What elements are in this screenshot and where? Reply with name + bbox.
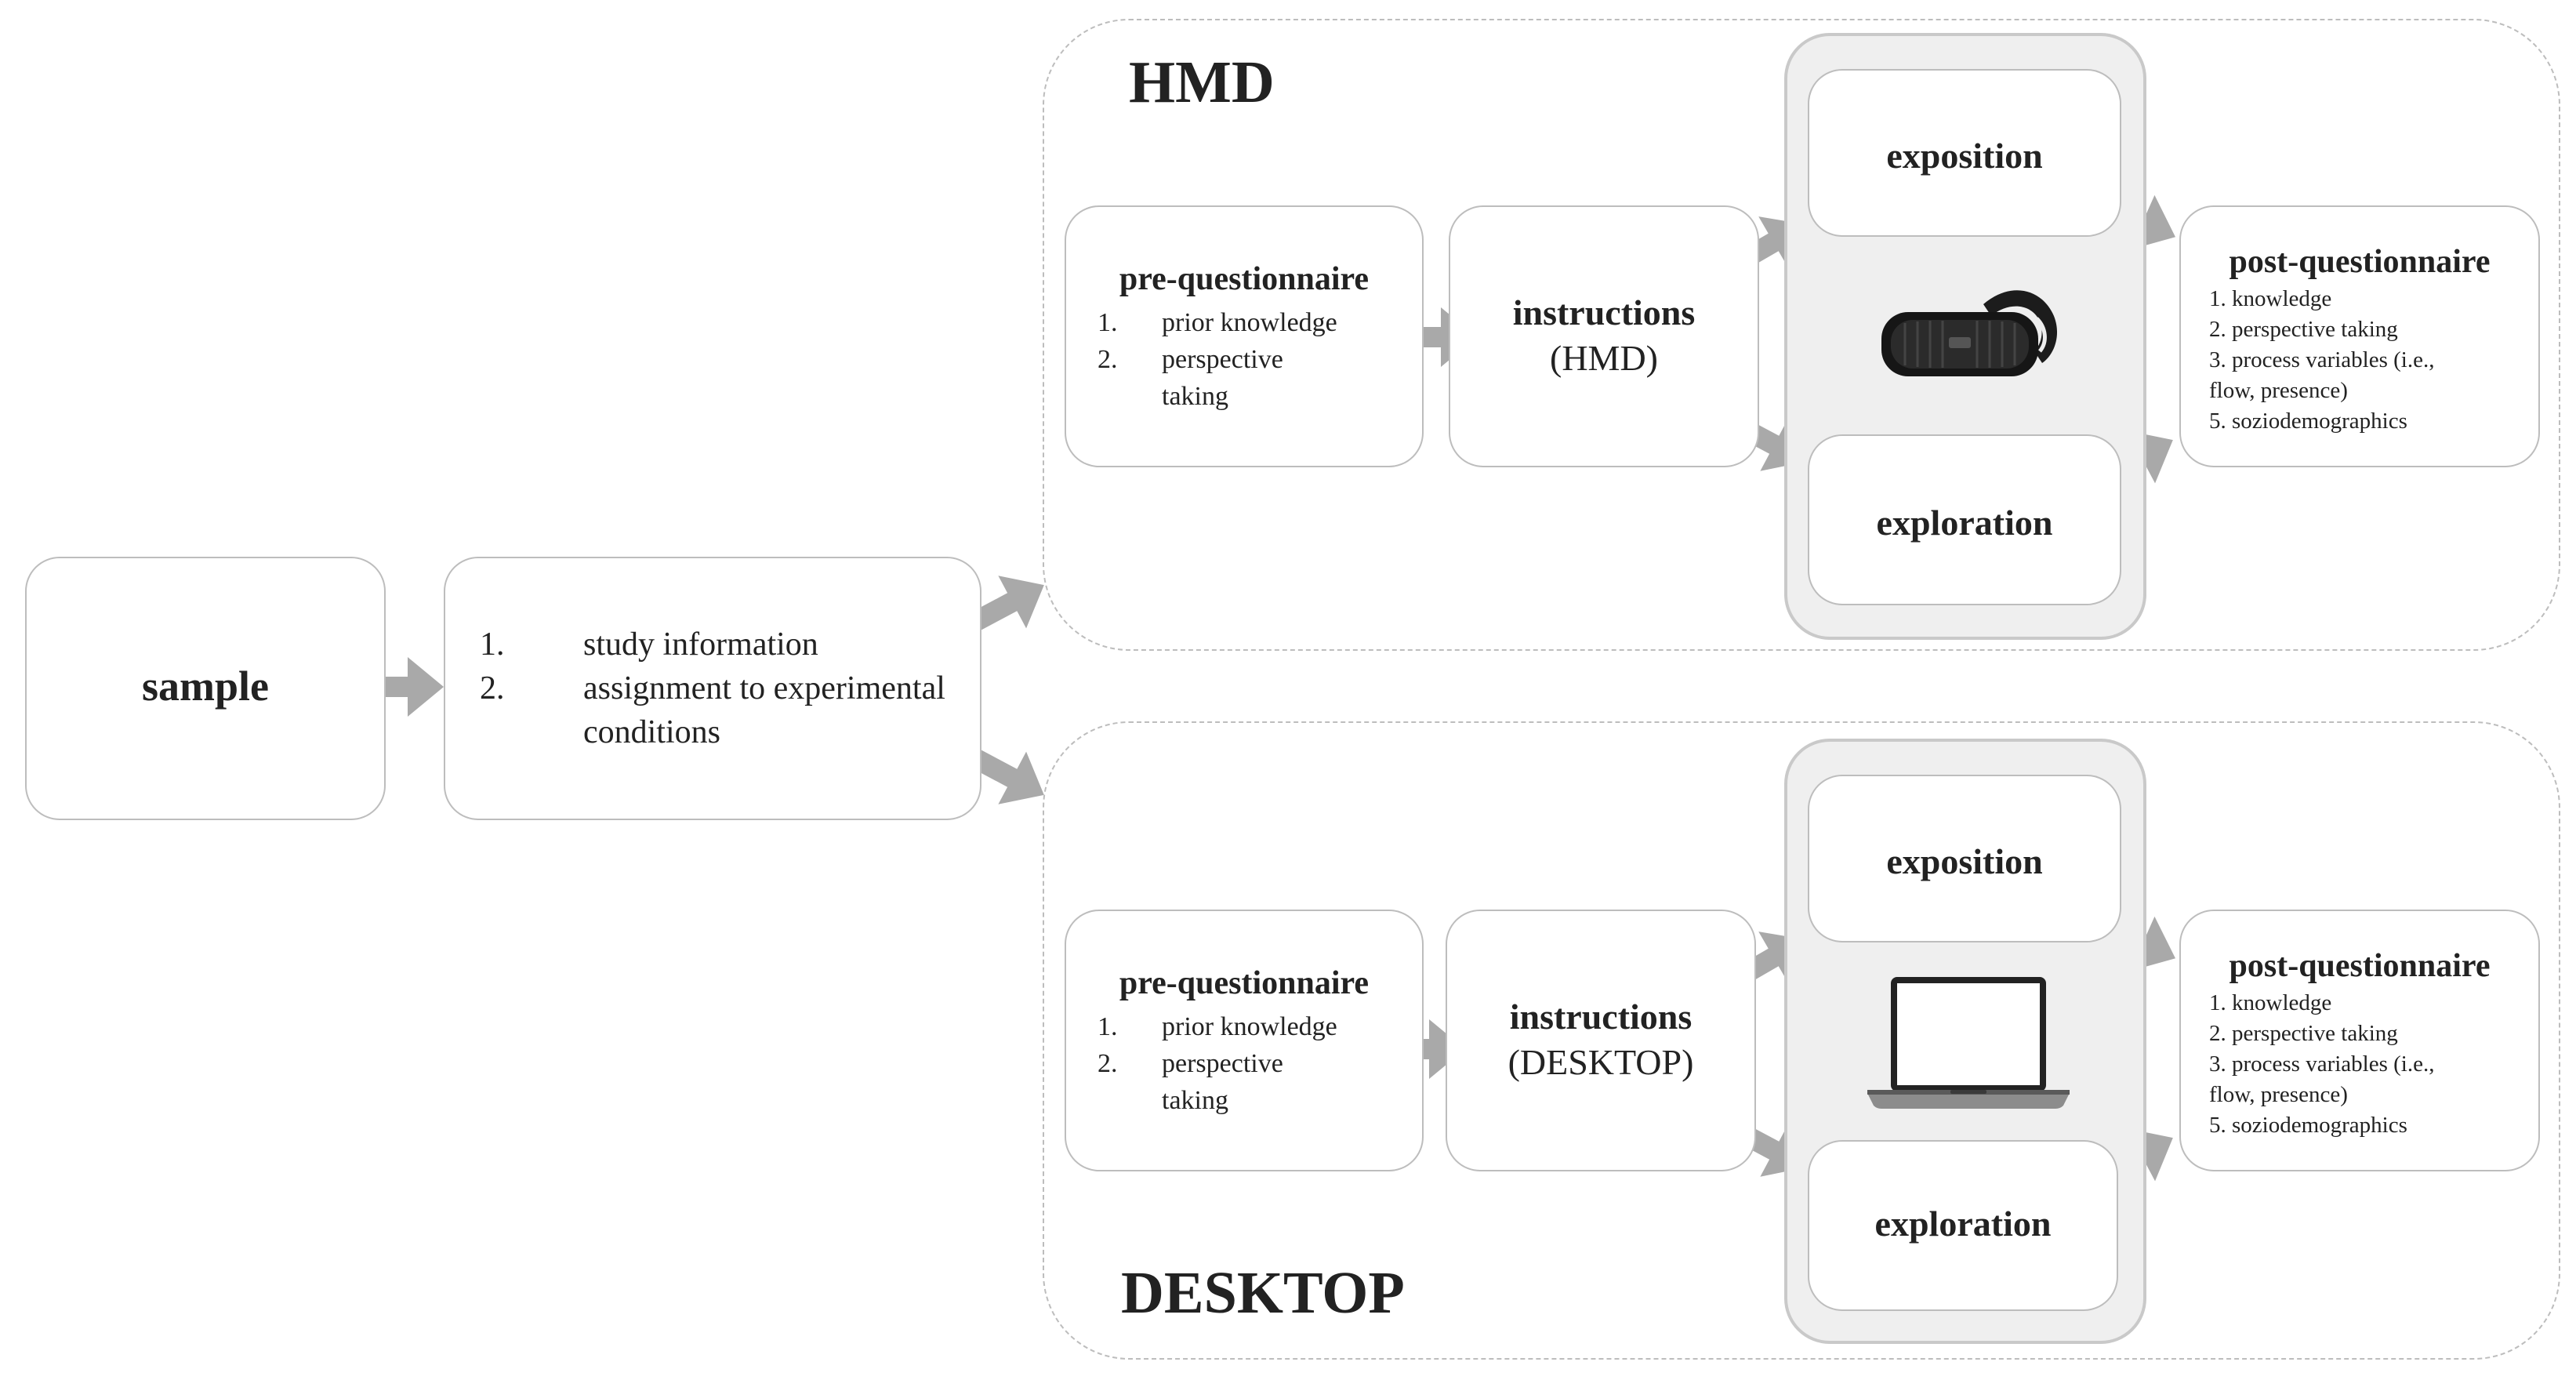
pre-questionnaire-list: 1.prior knowledge 2.perspective taking bbox=[1098, 304, 1411, 415]
hmd-group bbox=[1043, 19, 2560, 651]
desktop-exploration-box: exploration bbox=[1808, 1140, 2118, 1311]
desktop-title: DESKTOP bbox=[1121, 1260, 1405, 1326]
desktop-exposition-box: exposition bbox=[1808, 775, 2121, 942]
post-questionnaire-list: 1. knowledge 2. perspective taking 3. pr… bbox=[2209, 988, 2434, 1141]
exposition-label: exposition bbox=[1886, 136, 2043, 176]
hmd-post-questionnaire-box: post-questionnaire 1. knowledge 2. persp… bbox=[2179, 205, 2540, 467]
allocation-box: 1.study information 2.assignment to expe… bbox=[444, 557, 981, 820]
instructions-title: instructions bbox=[1512, 292, 1696, 332]
allocation-item: 1.study information bbox=[480, 626, 818, 663]
post-questionnaire-title: post-questionnaire bbox=[2229, 244, 2491, 280]
exposition-label: exposition bbox=[1886, 841, 2043, 881]
post-item: 5. soziodemographics bbox=[2209, 409, 2407, 434]
hmd-exposition-box: exposition bbox=[1808, 69, 2121, 237]
desktop-group bbox=[1043, 721, 2560, 1360]
hmd-pre-questionnaire-box: pre-questionnaire 1.prior knowledge 2.pe… bbox=[1065, 205, 1424, 467]
exploration-label: exploration bbox=[1874, 1204, 2052, 1244]
instructions-sub: (DESKTOP) bbox=[1508, 1042, 1694, 1082]
hmd-instructions-box: instructions (HMD) bbox=[1449, 205, 1759, 467]
instructions-sub: (HMD) bbox=[1550, 338, 1658, 378]
instructions-title: instructions bbox=[1509, 997, 1693, 1037]
pre-questionnaire-title: pre-questionnaire bbox=[1119, 261, 1370, 297]
sample-box: sample bbox=[25, 557, 386, 820]
exploration-label: exploration bbox=[1876, 503, 2053, 543]
desktop-instructions-box: instructions (DESKTOP) bbox=[1446, 910, 1756, 1171]
sample-label: sample bbox=[142, 663, 269, 710]
desktop-pre-questionnaire-box: pre-questionnaire 1.prior knowledge 2.pe… bbox=[1065, 910, 1424, 1171]
post-questionnaire-title: post-questionnaire bbox=[2229, 948, 2491, 984]
laptop-icon bbox=[1863, 972, 2074, 1112]
pre-questionnaire-title: pre-questionnaire bbox=[1119, 965, 1370, 1001]
post-item: flow, presence) bbox=[2209, 1082, 2348, 1107]
allocation-item: 2.assignment to experimental conditions bbox=[480, 670, 945, 750]
post-item: 2. perspective taking bbox=[2209, 317, 2398, 342]
hmd-title: HMD bbox=[1129, 49, 1275, 115]
post-item: 2. perspective taking bbox=[2209, 1021, 2398, 1046]
pre-questionnaire-list: 1.prior knowledge 2.perspective taking bbox=[1098, 1008, 1411, 1119]
desktop-post-questionnaire-box: post-questionnaire 1. knowledge 2. persp… bbox=[2179, 910, 2540, 1171]
pre-item: 1.prior knowledge bbox=[1098, 308, 1337, 337]
hmd-exploration-box: exploration bbox=[1808, 434, 2121, 605]
allocation-list: 1.study information 2.assignment to expe… bbox=[480, 623, 966, 754]
post-item: 3. process variables (i.e., bbox=[2209, 1051, 2435, 1077]
post-item: 5. soziodemographics bbox=[2209, 1113, 2407, 1138]
post-questionnaire-list: 1. knowledge 2. perspective taking 3. pr… bbox=[2209, 284, 2434, 437]
post-item: 1. knowledge bbox=[2209, 286, 2332, 311]
pre-item: 2.perspective taking bbox=[1098, 345, 1283, 411]
pre-item: 2.perspective taking bbox=[1098, 1049, 1283, 1115]
vr-headset-icon bbox=[1874, 273, 2070, 390]
post-item: 1. knowledge bbox=[2209, 990, 2332, 1015]
pre-item: 1.prior knowledge bbox=[1098, 1012, 1337, 1041]
post-item: flow, presence) bbox=[2209, 378, 2348, 403]
post-item: 3. process variables (i.e., bbox=[2209, 347, 2435, 372]
